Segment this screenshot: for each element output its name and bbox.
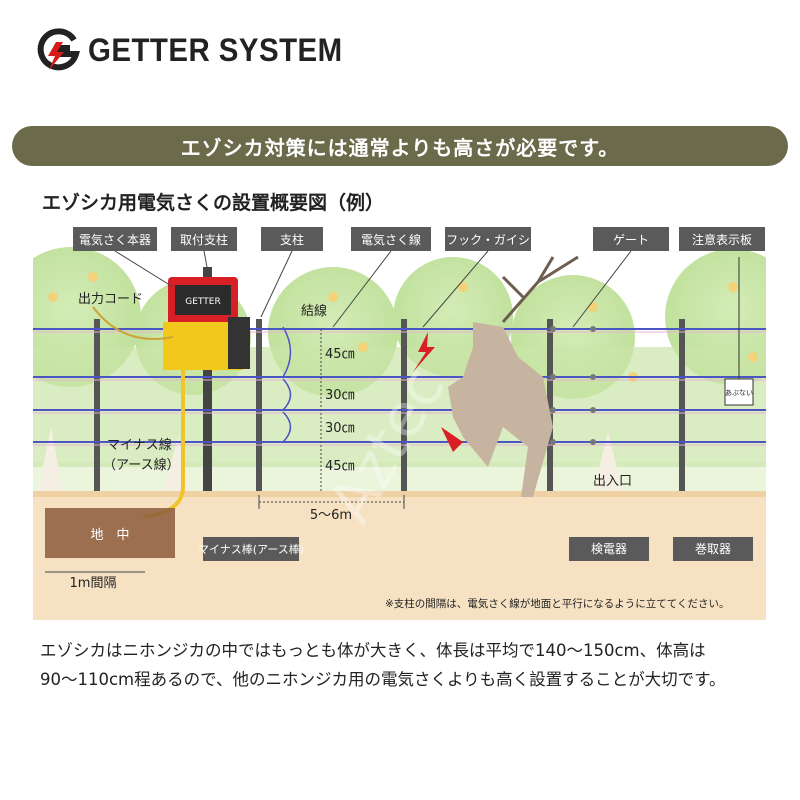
label-warning-sign: 注意表示板 xyxy=(679,227,765,251)
minus-wire-label-2: （アース線） xyxy=(103,457,180,473)
earth-rods: 地 中 1m間隔 xyxy=(45,508,175,591)
energizer-unit: GETTER xyxy=(163,277,250,370)
svg-text:フック・ガイシ: フック・ガイシ xyxy=(446,233,530,247)
interval-label: 1m間隔 xyxy=(70,576,117,591)
height-labels: 45㎝ 30㎝ 30㎝ 45㎝ xyxy=(320,329,355,491)
spark-icon xyxy=(413,332,435,372)
tie-wire-label: 結線 xyxy=(301,303,327,319)
height-45-bottom: 45㎝ xyxy=(325,459,355,474)
output-cord-label: 出力コード xyxy=(78,292,143,307)
svg-text:電気さく本器: 電気さく本器 xyxy=(79,232,151,247)
mount-post xyxy=(203,267,212,491)
description-line-2: 90〜110cm程あるので、他のニホンジカ用の電気さくよりも高く設置することが大… xyxy=(40,670,726,689)
svg-text:ゲート: ゲート xyxy=(613,233,649,247)
svg-text:電気さく線: 電気さく線 xyxy=(361,232,421,247)
brand-logo: GETTER SYSTEM xyxy=(36,28,365,72)
g-lightning-logo-icon xyxy=(37,28,80,71)
label-fence-wire: 電気さく線 xyxy=(351,227,431,251)
label-gate: ゲート xyxy=(593,227,669,251)
gate xyxy=(550,326,596,445)
deer-illustration xyxy=(441,255,579,497)
brand-name: GETTER SYSTEM xyxy=(88,31,343,68)
background-trees xyxy=(33,247,766,492)
top-labels: 電気さく本器 取付支柱 支柱 電気さく線 フック・ガイシ ゲート 注意表示板 xyxy=(73,227,765,251)
diagram-note: ※支柱の間隔は、電気さく線が地面と平行になるように立ててください。 xyxy=(385,597,729,610)
height-30-mid: 30㎝ xyxy=(325,388,355,403)
label-post: 支柱 xyxy=(261,227,323,251)
post-spacing: 5〜6m xyxy=(258,495,405,523)
reel-label: 巻取器 xyxy=(695,542,731,556)
tester-label: 検電器 xyxy=(591,542,627,556)
ground-labels: マイナス棒(アース棒) 検電器 巻取器 xyxy=(198,537,753,561)
height-45-top: 45㎝ xyxy=(325,347,355,362)
headline-banner: エゾシカ対策には通常よりも高さが必要です。 xyxy=(12,126,788,166)
height-30-low: 30㎝ xyxy=(325,421,355,436)
diagram-title: エゾシカ用電気さくの設置概要図（例） xyxy=(42,192,385,214)
svg-text:取付支柱: 取付支柱 xyxy=(180,232,228,247)
underground-label: 地 中 xyxy=(90,528,129,543)
fence-posts xyxy=(94,319,685,491)
warning-sign-text: あぶない xyxy=(725,389,753,397)
minus-wire-label-1: マイナス線 xyxy=(107,437,172,453)
svg-text:支柱: 支柱 xyxy=(280,232,304,247)
warning-sign xyxy=(724,378,754,406)
post-spacing-label: 5〜6m xyxy=(310,508,352,523)
label-mount-post: 取付支柱 xyxy=(171,227,237,251)
entrance-label: 出入口 xyxy=(593,474,632,489)
label-hook-insulator: フック・ガイシ xyxy=(445,227,531,251)
fence-diagram: GETTER あぶない 電気さく本器 取付支柱 支柱 xyxy=(33,227,766,620)
svg-text:注意表示板: 注意表示板 xyxy=(692,232,752,247)
description-line-1: エゾシカはニホンジカの中ではもっとも体が大きく、体長は平均で140〜150cm、… xyxy=(40,641,706,660)
energizer-display: GETTER xyxy=(185,297,220,307)
leader-lines xyxy=(114,250,632,328)
fence-wires xyxy=(33,328,766,443)
label-energizer: 電気さく本器 xyxy=(73,227,157,251)
earth-rod-label: マイナス棒(アース棒) xyxy=(198,542,304,556)
output-cord xyxy=(92,306,174,340)
description: エゾシカはニホンジカの中ではもっとも体が大きく、体長は平均で140〜150cm、… xyxy=(40,636,775,694)
